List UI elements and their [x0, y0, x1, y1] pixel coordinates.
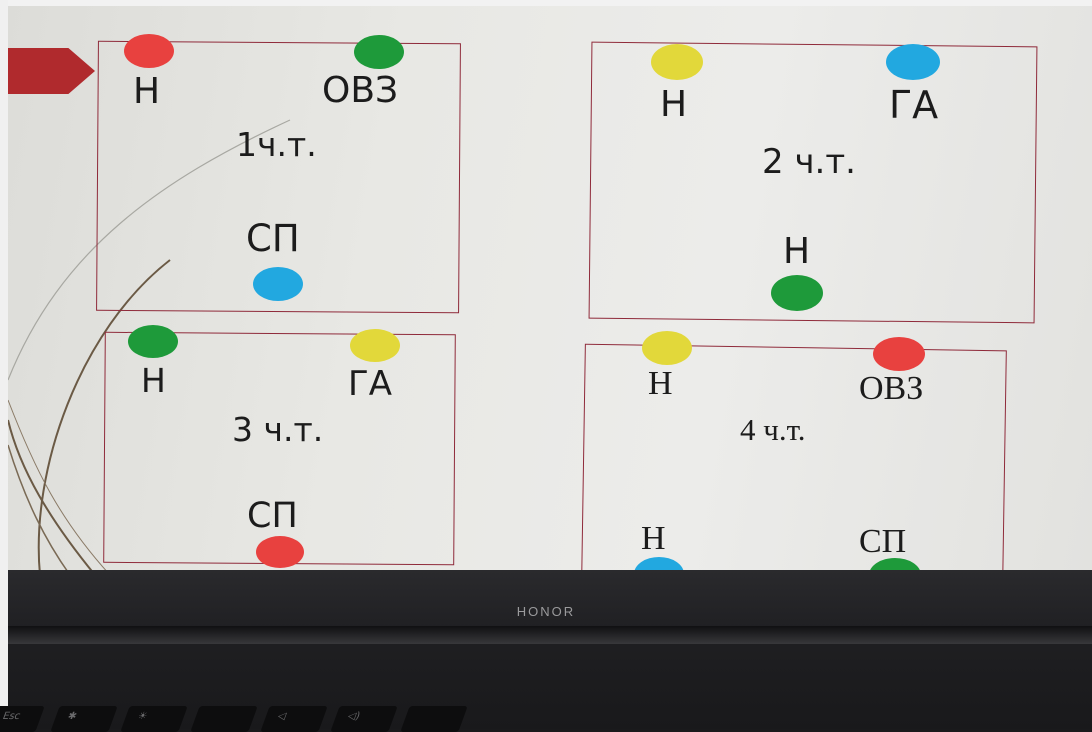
box-1-dot-red: [124, 34, 174, 68]
key-f4[interactable]: ◁: [260, 706, 328, 732]
box-4-label-bottom-left: Н: [641, 520, 666, 557]
box-4-label-top-right: ОВЗ: [859, 370, 924, 407]
laptop-hinge: [0, 626, 1092, 644]
box-3-dot-yellow: [350, 329, 400, 362]
decorative-swoosh: [7, 119, 291, 575]
laptop-brand-logo: HONOR: [516, 604, 576, 619]
box-1-label-top-right: ОВЗ: [322, 70, 399, 111]
keyboard-function-row: Esc ✱ ☀ ◁ ◁): [0, 700, 1092, 732]
key-esc[interactable]: Esc: [0, 706, 45, 732]
box-1-title: 1ч.т.: [236, 125, 317, 164]
box-3-label-top-left: Н: [141, 361, 166, 400]
box-2-dot-green: [771, 275, 823, 311]
box-3-label-top-right: ГА: [348, 364, 392, 404]
photo-left-edge: [0, 0, 8, 729]
box-2-dot-blue: [886, 44, 940, 80]
key-f2[interactable]: ☀: [120, 706, 188, 732]
box-3-dot-red: [256, 536, 304, 568]
laptop-screen: Н ОВЗ 1ч.т. СП Н ГА 2 ч.т. Н Н ГА 3 ч.т.…: [0, 0, 1092, 575]
box-1-dot-green: [354, 35, 404, 69]
box-2-label-bottom: Н: [783, 231, 811, 272]
key-f1[interactable]: ✱: [50, 706, 118, 732]
box-4-label-bottom-right: СП: [859, 523, 907, 560]
box-2-title: 2 ч.т.: [762, 142, 856, 182]
box-1-dot-blue: [253, 267, 303, 301]
box-2-label-top-left: Н: [660, 84, 688, 125]
box-1-label-top-left: Н: [133, 71, 161, 112]
box-3-label-bottom: СП: [247, 496, 298, 536]
box-3-title: 3 ч.т.: [232, 410, 324, 449]
box-4-dot-red: [873, 337, 925, 371]
box-4-dot-yellow: [642, 331, 692, 365]
key-f6[interactable]: [400, 706, 468, 732]
box-1-label-bottom: СП: [246, 217, 300, 260]
box-2-dot-yellow: [651, 44, 703, 80]
box-4-label-top-left: Н: [648, 365, 673, 402]
key-f5[interactable]: ◁): [330, 706, 398, 732]
box-4-title: 4 ч.т.: [740, 412, 806, 447]
screen-top-edge: [0, 0, 1092, 6]
laptop-bezel: [0, 570, 1092, 729]
box-3-dot-green: [128, 325, 178, 358]
key-f3[interactable]: [190, 706, 258, 732]
box-2-label-top-right: ГА: [889, 83, 939, 127]
